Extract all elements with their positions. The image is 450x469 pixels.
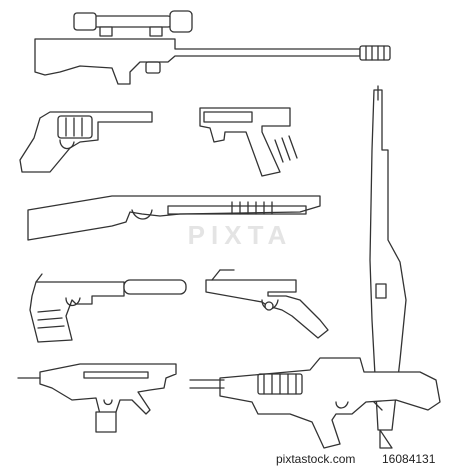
stock-footer: pixtastock.com 16084131: [0, 450, 450, 469]
shotgun-icon: [27, 195, 321, 241]
vertical-rifle-icon: [369, 85, 407, 449]
sniper-rifle-icon: [34, 10, 391, 85]
footer-site-label: pixtastock.com: [276, 452, 356, 466]
revolver-icon: [19, 111, 153, 173]
submachine-gun-icon: [17, 363, 177, 433]
assault-rifle-icon: [189, 357, 441, 449]
silenced-pistol-icon: [29, 273, 187, 343]
target-pistol-icon: [205, 269, 329, 339]
pistol-icon: [199, 107, 298, 177]
footer-image-id: 16084131: [382, 452, 436, 466]
